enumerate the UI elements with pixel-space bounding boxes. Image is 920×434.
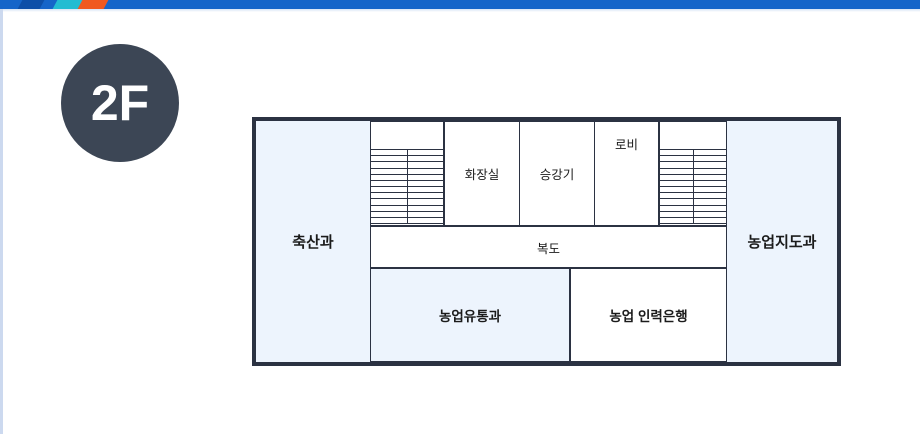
room-nongeop-yutong-gwa[interactable]: 농업유통과 (370, 268, 570, 362)
stair-tread (660, 204, 726, 206)
room-nongeop-inryeok-eunhaeng[interactable]: 농업 인력은행 (570, 268, 727, 362)
floor-badge-label: 2F (90, 75, 150, 131)
stair-tread (660, 149, 726, 150)
stair-tread (660, 155, 726, 157)
room-label-nongeop-jido-gwa: 농업지도과 (747, 234, 817, 251)
stair-tread (371, 186, 443, 187)
room-label-nongeop-inryeok-eunhaeng: 농업 인력은행 (609, 309, 688, 324)
room-seunggangi[interactable]: 승강기 (519, 121, 595, 226)
stair-tread (371, 155, 443, 157)
room-label-chuksan-gwa: 축산과 (292, 234, 334, 251)
stair-tread (371, 179, 443, 181)
room-hwajangsil[interactable]: 화장실 (444, 121, 520, 226)
stair-tread (660, 179, 726, 181)
stair-tread (371, 149, 443, 150)
stair-tread (371, 223, 443, 224)
room-label-nongeop-yutong-gwa: 농업유통과 (438, 309, 502, 324)
stair-tread (371, 192, 443, 194)
floorplan-diagram: 축산과 농업지도과 화장실 승강기 (252, 117, 841, 366)
floor-badge: 2F (61, 44, 179, 162)
stair-tread (660, 216, 726, 218)
stair-tread (660, 186, 726, 187)
room-label-robi: 로비 (614, 138, 638, 152)
top-accent-bar (0, 0, 920, 9)
stair-tread (660, 173, 726, 175)
stair-tread (371, 204, 443, 206)
floorplan-canvas: 축산과 농업지도과 화장실 승강기 (256, 121, 837, 362)
room-label-seunggangi: 승강기 (539, 168, 575, 182)
stair-tread (660, 210, 726, 212)
room-robi[interactable]: 로비 (594, 121, 659, 226)
room-label-bokdo: 복도 (536, 241, 560, 256)
stair-tread (371, 210, 443, 212)
stair-tread (371, 161, 443, 163)
room-chuksan-gwa[interactable]: 축산과 (256, 121, 370, 362)
accent-shape-blue (17, 0, 45, 9)
room-label-hwajangsil: 화장실 (464, 168, 500, 182)
stair-tread (660, 161, 726, 163)
stair-tread (660, 198, 726, 200)
top-bar-shadow (0, 9, 920, 12)
room-nongeop-jido-gwa[interactable]: 농업지도과 (727, 121, 837, 362)
room-bokdo[interactable]: 복도 (370, 226, 727, 268)
stair-tread (371, 173, 443, 175)
stair-tread (371, 216, 443, 218)
stairwell-left (370, 121, 444, 226)
stairwell-right (659, 121, 727, 226)
stair-tread (660, 167, 726, 169)
stair-tread (660, 192, 726, 194)
accent-shape-orange (77, 0, 109, 9)
stair-tread (371, 198, 443, 200)
left-edge-rule (0, 9, 3, 434)
stair-tread (660, 223, 726, 224)
stair-tread (371, 167, 443, 169)
